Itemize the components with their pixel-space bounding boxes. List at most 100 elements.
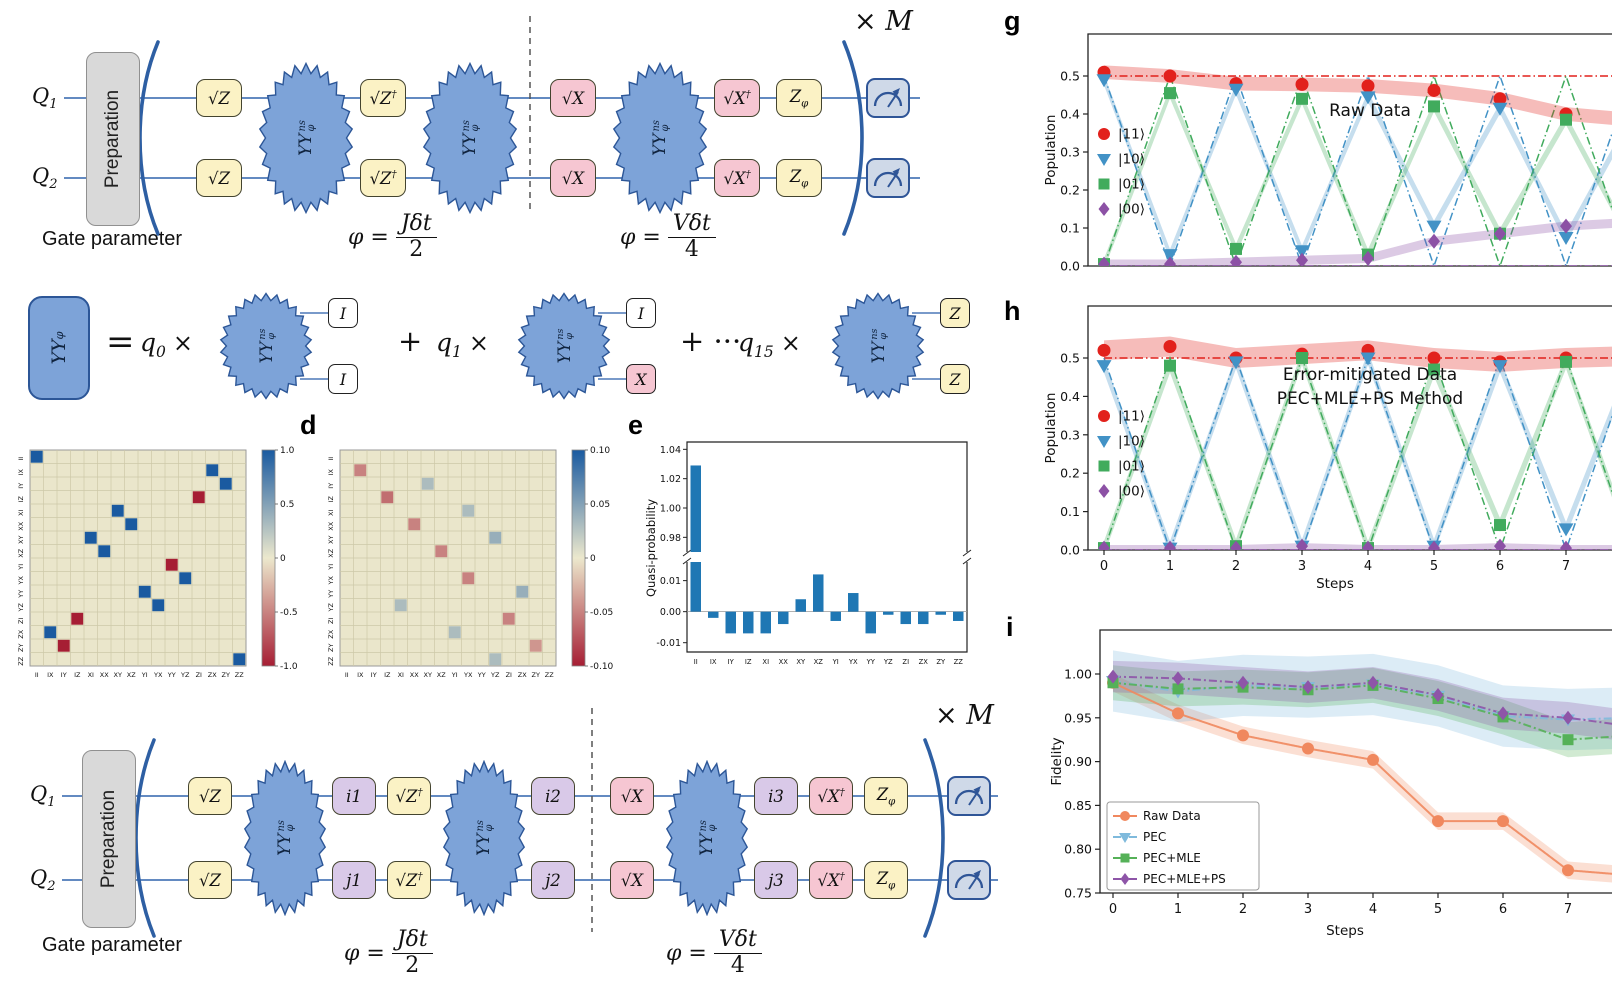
- bar: [865, 611, 876, 634]
- data-point: [1230, 242, 1242, 255]
- coefficient-label: q0×: [140, 328, 193, 361]
- svg-text:4: 4: [1364, 559, 1372, 574]
- error-band: [1104, 543, 1612, 550]
- data-point: [1107, 669, 1119, 684]
- svg-text:|00⟩: |00⟩: [1118, 484, 1145, 500]
- math-text: √Z: [208, 168, 230, 188]
- svg-text:1.00: 1.00: [1064, 667, 1092, 682]
- math-text: i2: [545, 786, 561, 806]
- data-point: [1163, 339, 1177, 353]
- svg-text:YZ: YZ: [490, 671, 500, 679]
- gate-sqrtZ: √Z: [196, 159, 242, 197]
- svg-text:IX: IX: [327, 469, 335, 476]
- data-point: [1162, 249, 1178, 263]
- svg-text:5: 5: [1434, 902, 1442, 917]
- svg-text:II: II: [327, 457, 335, 461]
- svg-text:0.2: 0.2: [1060, 183, 1080, 198]
- svg-text:Population: Population: [1043, 115, 1059, 186]
- svg-text:YY: YY: [327, 590, 335, 599]
- error-band: [1104, 351, 1612, 550]
- data-point: [1432, 815, 1444, 828]
- svg-text:ZZ: ZZ: [235, 671, 244, 679]
- gate-parameter-label: Gate parameter: [42, 934, 183, 956]
- svg-text:II: II: [694, 658, 698, 666]
- measurement-meter: [947, 860, 991, 900]
- data-point: [1493, 92, 1507, 106]
- preparation-box: Preparation: [86, 52, 140, 226]
- svg-text:0.3: 0.3: [1060, 427, 1080, 442]
- data-point: [1558, 523, 1574, 537]
- heatmap-cell: [516, 585, 529, 598]
- star-shape: [243, 759, 327, 917]
- data-point: [1362, 540, 1374, 550]
- svg-text:0.90: 0.90: [1064, 754, 1092, 769]
- svg-text:XI: XI: [762, 658, 769, 666]
- data-point: [1432, 688, 1444, 703]
- svg-text:0.5: 0.5: [1060, 351, 1080, 366]
- data-point: [1098, 256, 1110, 266]
- svg-text:1.00: 1.00: [660, 504, 681, 515]
- data-point: [1237, 675, 1249, 690]
- data-point: [1228, 356, 1244, 370]
- bar: [918, 611, 929, 625]
- plus-separator: +: [398, 324, 423, 358]
- svg-text:Quasi-probability: Quasi-probability: [644, 499, 658, 597]
- svg-text:7: 7: [1562, 559, 1570, 574]
- gate-j2: j2: [531, 861, 575, 899]
- svg-text:ZI: ZI: [902, 658, 909, 666]
- pauli-box-I: I: [626, 298, 656, 328]
- measurement-meter: [947, 776, 991, 816]
- svg-text:XZ: XZ: [17, 548, 25, 557]
- bar: [690, 562, 701, 612]
- data-point: [1119, 833, 1131, 843]
- equation-connectors: [300, 312, 940, 380]
- heatmap-cell: [179, 572, 192, 585]
- svg-text:0.01: 0.01: [660, 576, 681, 587]
- svg-text:XY: XY: [424, 671, 432, 679]
- svg-text:ZZ: ZZ: [17, 656, 25, 665]
- math-text: I: [339, 369, 347, 389]
- coefficient-label: q1×: [436, 328, 489, 361]
- data-point: [1367, 675, 1379, 690]
- data-point: [1494, 519, 1506, 532]
- svg-text:ZZ: ZZ: [954, 658, 964, 666]
- svg-text:0.10: 0.10: [590, 446, 610, 456]
- math-text: Zφ: [876, 868, 896, 892]
- data-point: [1097, 154, 1111, 166]
- heatmap-d1-svg: IIIIIXIXIYIYIZIZXIXIXXXXXYXYXZXZYIYIYXYX…: [17, 446, 298, 679]
- math-text: √X†: [723, 168, 751, 188]
- data-point: [1097, 436, 1111, 448]
- svg-text:0.0: 0.0: [1060, 543, 1080, 558]
- error-band: [1113, 674, 1612, 883]
- svg-text:-0.05: -0.05: [590, 608, 613, 618]
- math-text: j1: [346, 870, 362, 890]
- svg-text:YI: YI: [141, 671, 148, 679]
- math-text: √X†: [817, 786, 845, 806]
- data-point: [1428, 233, 1440, 249]
- heatmap-cell: [489, 531, 502, 544]
- svg-text:0: 0: [1100, 559, 1108, 574]
- svg-text:|01⟩: |01⟩: [1118, 177, 1145, 193]
- gate-sqrtZ: √Z†: [387, 861, 431, 899]
- math-text: q0: [140, 328, 166, 361]
- svg-text:Error-mitigated Data: Error-mitigated Data: [1283, 365, 1457, 385]
- data-point: [1296, 352, 1308, 364]
- svg-text:ZY: ZY: [936, 658, 946, 666]
- error-band: [1104, 218, 1612, 266]
- bar: [690, 465, 701, 552]
- data-point: [1296, 92, 1308, 105]
- error-band: [1104, 336, 1612, 372]
- math-text: √Z†: [395, 870, 423, 890]
- gate-Z: Zφ: [864, 861, 908, 899]
- svg-text:Population: Population: [1043, 393, 1059, 464]
- svg-text:IX: IX: [710, 658, 717, 666]
- measurement-meter: [866, 78, 910, 118]
- data-point: [1096, 74, 1112, 88]
